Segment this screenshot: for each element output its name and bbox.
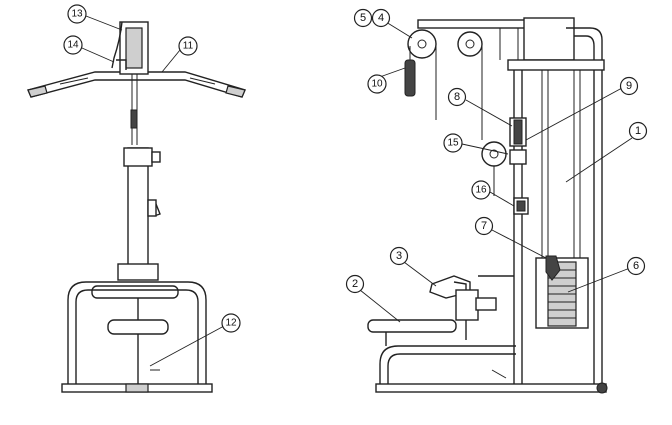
top-pulleys bbox=[407, 29, 483, 59]
callout-8: 8 bbox=[447, 87, 467, 107]
callout-4: 4 bbox=[371, 8, 391, 28]
svg-text:8: 8 bbox=[454, 91, 460, 103]
callout-11: 11 bbox=[178, 36, 198, 56]
side-view bbox=[367, 17, 608, 394]
front-view bbox=[27, 21, 246, 393]
svg-text:1: 1 bbox=[635, 125, 641, 137]
callout-3: 3 bbox=[389, 246, 409, 266]
svg-text:6: 6 bbox=[633, 260, 639, 272]
callout-9: 9 bbox=[619, 76, 639, 96]
callout-12: 12 bbox=[221, 313, 241, 333]
svg-text:13: 13 bbox=[71, 9, 83, 20]
leader-lines bbox=[81, 15, 633, 367]
top-beam bbox=[417, 17, 575, 61]
front-base-frame bbox=[61, 281, 213, 393]
callout-1: 1 bbox=[628, 121, 648, 141]
svg-text:11: 11 bbox=[183, 41, 194, 52]
callout-10: 10 bbox=[367, 74, 387, 94]
callout-13: 13 bbox=[67, 4, 87, 24]
svg-text:16: 16 bbox=[475, 185, 487, 196]
top-pulley-housing bbox=[111, 21, 149, 75]
callout-6: 6 bbox=[626, 256, 646, 276]
callout-14: 14 bbox=[63, 35, 83, 55]
front-column bbox=[123, 147, 161, 269]
svg-text:3: 3 bbox=[396, 250, 402, 262]
svg-text:2: 2 bbox=[352, 278, 358, 290]
callout-15: 15 bbox=[443, 133, 463, 153]
svg-text:12: 12 bbox=[225, 318, 237, 329]
seat-pad bbox=[367, 319, 457, 346]
callout-2: 2 bbox=[345, 274, 365, 294]
thigh-pad bbox=[429, 275, 514, 340]
svg-text:14: 14 bbox=[67, 40, 79, 51]
svg-text:9: 9 bbox=[626, 80, 632, 92]
hanging-handle bbox=[404, 46, 416, 97]
svg-text:10: 10 bbox=[371, 79, 383, 90]
guide-rods bbox=[541, 70, 581, 258]
svg-text:7: 7 bbox=[481, 220, 487, 232]
callout-7: 7 bbox=[474, 216, 494, 236]
weight-stack bbox=[535, 257, 589, 329]
svg-text:4: 4 bbox=[378, 12, 384, 24]
callout-5: 5 bbox=[353, 8, 373, 28]
svg-text:5: 5 bbox=[360, 12, 366, 24]
cable-bracket bbox=[481, 117, 527, 167]
side-base-frame bbox=[375, 345, 608, 394]
callout-16: 16 bbox=[471, 180, 491, 200]
front-seat bbox=[91, 263, 179, 386]
svg-text:15: 15 bbox=[447, 138, 459, 149]
